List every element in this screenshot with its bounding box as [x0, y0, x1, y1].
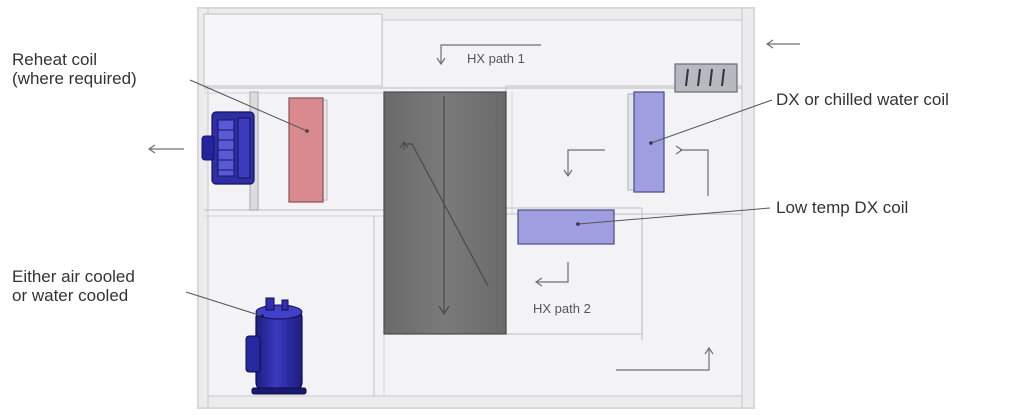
chamber-up-arrow-icon [675, 145, 709, 196]
inlet-arrow-icon [765, 39, 800, 49]
compressor-terminal-box [245, 335, 261, 373]
filter-slat-4 [721, 68, 725, 87]
low-temp-coil-body [517, 209, 615, 245]
hx-path-2-label: HX path 2 [533, 301, 591, 316]
filter-slat-3 [709, 68, 713, 87]
low-temp-coil [517, 209, 615, 245]
reheat-coil [288, 97, 328, 203]
chamber-down-arrow-icon [563, 149, 605, 178]
reheat-coil-body [288, 97, 324, 203]
dx-coil-label: DX or chilled water coil [776, 90, 949, 109]
reheat-coil-label: Reheat coil [12, 50, 98, 69]
fan-side-plate [237, 117, 251, 179]
filter-slat-2 [697, 68, 701, 87]
heat-exchanger-block [383, 91, 507, 335]
heat-exchanger [383, 91, 507, 335]
low-temp-coil-leader [577, 207, 771, 225]
compressor-leader [185, 291, 263, 317]
cooling-option-line-2: or water cooled [12, 286, 129, 305]
filter-frame [674, 63, 738, 93]
fan-icon [201, 91, 259, 211]
compressor-base [251, 387, 307, 395]
upper-left-panel [203, 13, 383, 87]
dx-coil-body [633, 91, 665, 193]
cooling-option-line-1: Either air cooled [12, 267, 135, 286]
reheat-coil-sublabel: (where required) [12, 69, 137, 88]
airflow-arrows [147, 39, 800, 371]
hx-path-1-arrow-icon [436, 44, 541, 66]
low-temp-coil-callout: Low temp DX coil [776, 198, 908, 217]
reheat-coil-callout: Reheat coil (where required) [12, 50, 137, 88]
fan-motor [201, 135, 215, 161]
fan-wheel [217, 119, 235, 177]
leader-lines [185, 79, 773, 317]
reheat-coil-leader [189, 79, 308, 132]
hx-path-2-arrow-icon [534, 262, 569, 287]
hx-diagonal-flow [403, 143, 489, 287]
outlet-arrow-icon [147, 144, 184, 154]
low-temp-coil-label: Low temp DX coil [776, 198, 909, 217]
dx-coil-leader [650, 99, 773, 144]
dx-chilled-coil [627, 91, 665, 193]
dx-coil-callout: DX or chilled water coil [776, 90, 949, 109]
compressor-shell [255, 307, 303, 393]
compressor-suction-pipe [265, 297, 275, 311]
hx-vertical-flow-head [438, 305, 450, 316]
lower-up-arrow-icon [616, 346, 714, 371]
filter-icon [674, 63, 738, 93]
compressor-discharge-pipe [281, 299, 289, 311]
cabinet-right-rail [741, 7, 755, 409]
cooling-option-callout: Either air cooled or water cooled [12, 267, 135, 305]
hx-diagonal-flow-head [399, 140, 409, 149]
compressor-icon [245, 297, 307, 395]
cabinet-left-rail [197, 7, 209, 409]
cabinet-bottom-rail [197, 395, 755, 409]
filter-slat-1 [685, 68, 689, 87]
hx-path-1-label: HX path 1 [467, 51, 525, 66]
